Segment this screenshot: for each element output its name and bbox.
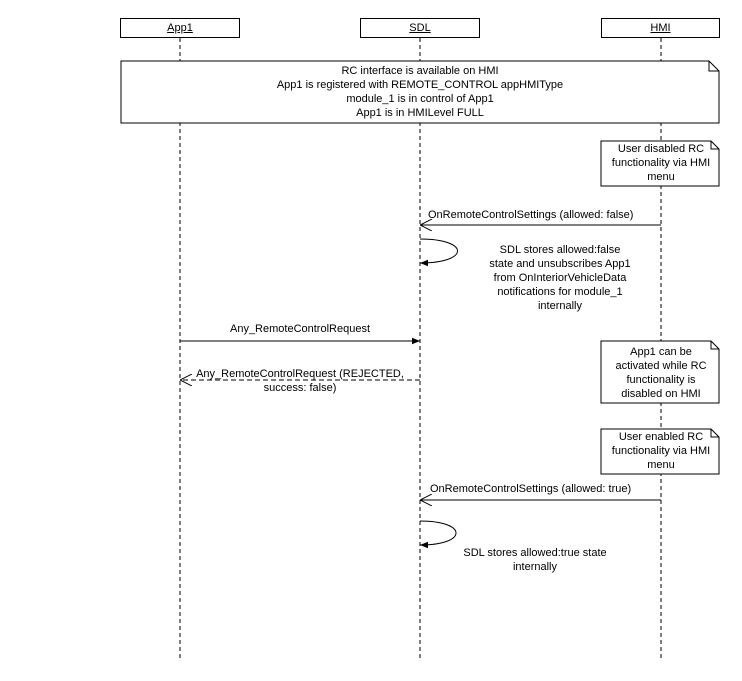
actor-sdl: SDL: [360, 18, 480, 38]
note-app1-activated-shape: [600, 340, 720, 404]
arrow-self-sdl-stores-false: [419, 238, 458, 267]
note-top-text: RC interface is available on HMI App1 is…: [276, 65, 564, 119]
note-user-disabled-shape: [600, 140, 720, 187]
label-on-rc-settings-true: OnRemoteControlSettings (allowed: true): [430, 483, 632, 495]
note-user-enabled-shape: [600, 428, 720, 475]
note-user-disabled-text: User disabled RC functionality via HMI m…: [611, 143, 711, 183]
note-user-enabled-text: User enabled RC functionality via HMI me…: [611, 431, 711, 471]
label-any-rc-request: Any_RemoteControlRequest: [229, 323, 371, 335]
arrow-self-sdl-stores-true: [419, 520, 457, 549]
note-user-disabled-fold: [710, 141, 719, 150]
note-app1-activated-fold: [710, 341, 719, 350]
label-on-rc-settings-false: OnRemoteControlSettings (allowed: false): [428, 209, 634, 221]
label-sdl-stores-false: SDL stores allowed:false state and unsub…: [489, 244, 631, 312]
actor-hmi: HMI: [601, 18, 720, 38]
note-top-shape: [120, 60, 720, 124]
note-app1-activated-text: App1 can be activated while RC functiona…: [615, 346, 707, 400]
label-any-rc-response: Any_RemoteControlRequest (REJECTED, succ…: [196, 368, 404, 394]
note-user-enabled-fold: [710, 429, 719, 438]
note-top-fold: [708, 61, 719, 72]
actor-app1: App1: [120, 18, 240, 38]
label-sdl-stores-true: SDL stores allowed:true state internally: [463, 547, 607, 573]
